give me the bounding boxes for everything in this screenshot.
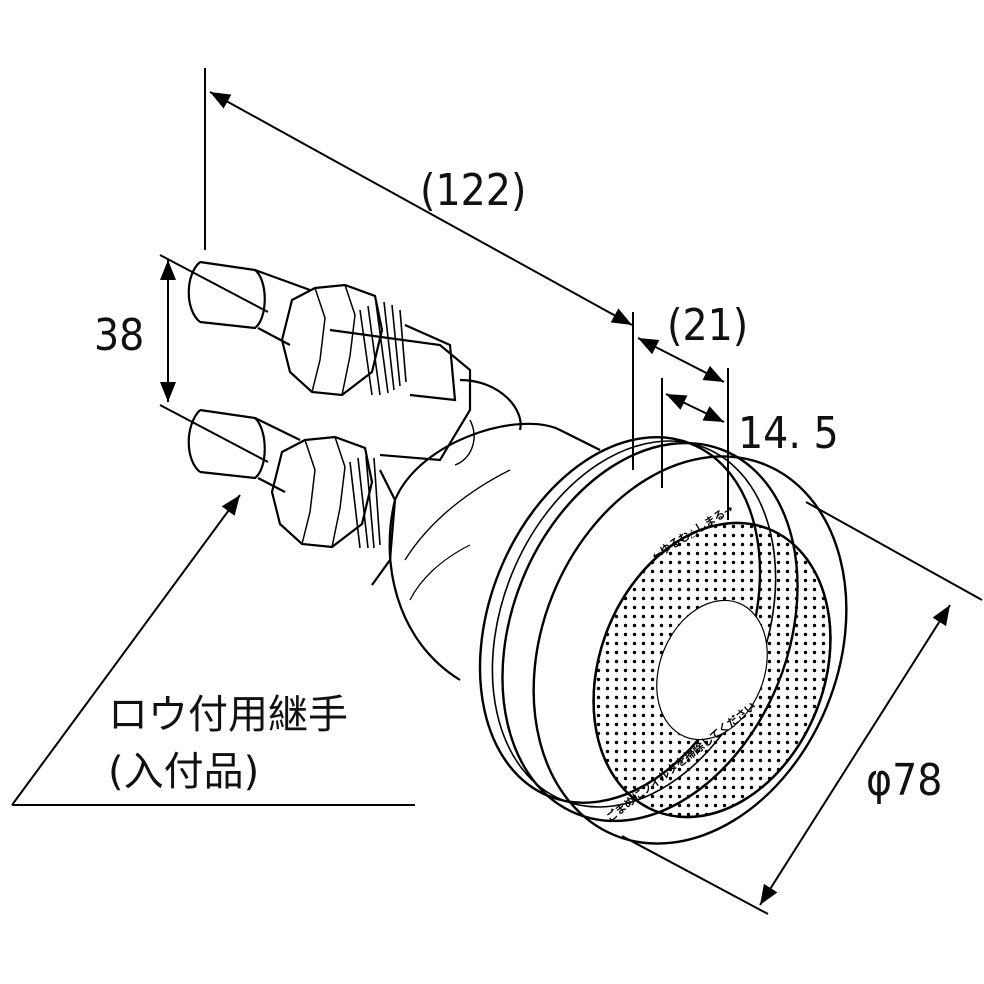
dimension-122: (122): [204, 68, 633, 326]
callout-line-1: ロウ付用継手: [108, 692, 348, 738]
dimension-122-label: (122): [420, 165, 526, 216]
dimension-21: (21): [632, 300, 748, 520]
dimension-14-5: 14. 5: [661, 378, 839, 488]
brazing-joint-callout: ロウ付用継手 (入付品): [11, 494, 415, 806]
dimension-38-label: 38: [94, 310, 144, 361]
callout-line-2: (入付品): [108, 749, 259, 795]
dimension-21-label: (21): [667, 300, 748, 351]
valve-body: [329, 328, 601, 681]
dimension-38: 38: [94, 254, 269, 463]
upper-pipe-fitting: [187, 260, 457, 402]
dimension-diameter: φ78: [621, 501, 983, 915]
dimension-diameter-label: φ78: [866, 755, 942, 806]
dimension-14-5-label: 14. 5: [738, 408, 839, 459]
lower-pipe-fitting: [187, 408, 397, 586]
shower-cap-face: ←ゆるむ△しまる→ ごまめにフィルタを掃除してください: [580, 500, 850, 840]
